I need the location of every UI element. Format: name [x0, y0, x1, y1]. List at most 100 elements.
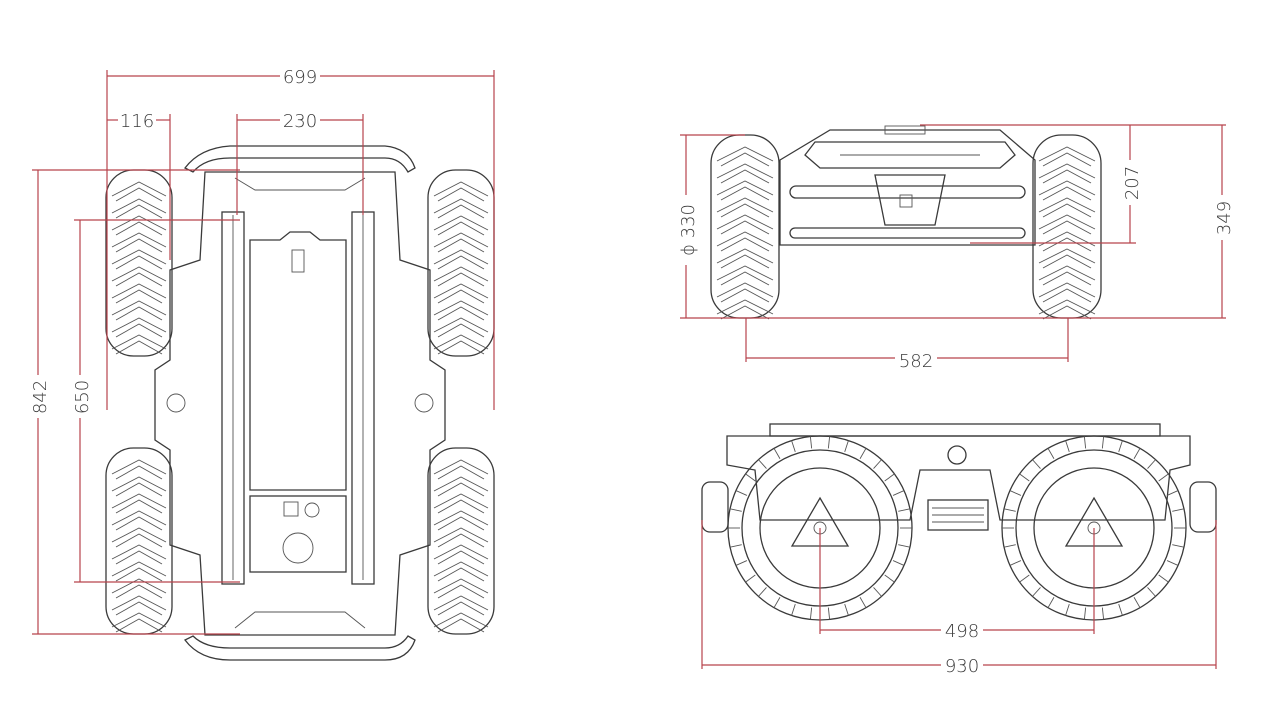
front-view-wheel-left — [710, 134, 780, 320]
tread-chevron — [115, 567, 163, 582]
tread-chevron — [1038, 180, 1096, 196]
power-switch-icon — [283, 501, 299, 517]
tire-outline — [427, 447, 495, 635]
rear-bumper — [184, 635, 416, 661]
front-view — [710, 125, 1102, 320]
tread-chevron — [433, 561, 489, 577]
tread-lug — [844, 440, 849, 453]
wheel-rear-right — [427, 447, 495, 635]
tread-chevron — [437, 516, 485, 531]
tread-chevron — [115, 306, 163, 321]
tread-lug — [1047, 448, 1055, 459]
tread-chevron — [720, 237, 770, 252]
tread-chevron — [115, 255, 163, 270]
tread-chevron — [716, 214, 774, 230]
tread-chevron — [720, 169, 770, 184]
tread-chevron — [111, 317, 167, 333]
dim-side-length-label: 930 — [945, 656, 979, 677]
tread-lug — [735, 490, 748, 496]
tread-chevron — [437, 323, 485, 338]
tread-chevron — [111, 198, 167, 214]
tread-chevron — [115, 465, 163, 480]
tread-chevron — [437, 465, 485, 480]
tread-chevron — [1042, 237, 1092, 252]
tread-chevron — [115, 323, 163, 338]
tread-chevron — [433, 612, 489, 628]
side-body — [726, 435, 1191, 521]
tread-chevron — [720, 271, 770, 286]
tread-chevron — [1042, 288, 1092, 303]
tread-lug — [1158, 574, 1169, 583]
tread-chevron — [1042, 220, 1092, 235]
tread-chevron — [111, 578, 167, 594]
tread-chevron — [433, 595, 489, 611]
tread-lug — [873, 459, 882, 469]
tread-chevron — [1038, 299, 1096, 315]
tread-chevron — [1042, 152, 1092, 167]
tread-chevron — [115, 238, 163, 253]
tread-chevron — [115, 618, 163, 633]
tread-chevron — [111, 561, 167, 577]
side-view — [701, 423, 1217, 621]
tread-chevron — [433, 334, 489, 350]
tread-lug — [859, 448, 867, 459]
side-antenna-mount — [947, 445, 967, 465]
tread-lug — [884, 473, 895, 482]
tread-chevron — [1042, 254, 1092, 269]
tread-chevron — [111, 300, 167, 316]
top-wheels — [105, 169, 495, 635]
tread-lug — [1133, 448, 1141, 459]
tread-chevron — [111, 527, 167, 543]
tread-lug — [1172, 508, 1185, 512]
lower-suspension-arm — [789, 227, 1026, 239]
tread-chevron — [437, 221, 485, 236]
tread-lug — [809, 436, 813, 449]
tread-chevron — [437, 204, 485, 219]
tread-chevron — [115, 584, 163, 599]
tread-lug — [1118, 440, 1123, 453]
tread-chevron — [716, 231, 774, 247]
dim-rail-length-label: 650 — [72, 380, 93, 414]
tread-lug — [745, 473, 756, 482]
tread-chevron — [437, 306, 485, 321]
tread-lug — [758, 587, 767, 597]
tread-chevron — [433, 510, 489, 526]
tread-lug — [1009, 560, 1022, 566]
tread-lug — [1147, 587, 1156, 597]
tread-chevron — [111, 266, 167, 282]
tread-chevron — [433, 215, 489, 231]
tread-lug — [1147, 459, 1156, 469]
right-lift-point — [414, 393, 434, 413]
tread-chevron — [115, 499, 163, 514]
tread-lug — [1166, 560, 1179, 566]
tread-lug — [809, 607, 813, 620]
tread-chevron — [437, 187, 485, 202]
tread-chevron — [720, 203, 770, 218]
top-view — [105, 145, 495, 661]
tread-chevron — [433, 198, 489, 214]
tread-chevron — [433, 476, 489, 492]
tread-chevron — [720, 254, 770, 269]
tread-lug — [1083, 607, 1087, 620]
tread-chevron — [1042, 203, 1092, 218]
front-grille — [804, 141, 1016, 169]
tread-lug — [791, 440, 796, 453]
tread-lug — [859, 597, 867, 608]
tread-lug — [758, 459, 767, 469]
tread-lug — [1101, 436, 1105, 449]
tire-outline — [105, 169, 173, 357]
tread-chevron — [716, 299, 774, 315]
tread-lug — [1166, 490, 1179, 496]
tread-lug — [1118, 603, 1123, 616]
tread-chevron — [115, 550, 163, 565]
tread-lug — [1019, 473, 1030, 482]
chassis-body — [154, 171, 446, 636]
tread-chevron — [115, 289, 163, 304]
tread-lug — [1003, 544, 1016, 548]
tread-lug — [827, 607, 831, 620]
tread-chevron — [115, 482, 163, 497]
tread-lug — [892, 560, 905, 566]
tread-chevron — [111, 510, 167, 526]
tread-lug — [1032, 459, 1041, 469]
tread-chevron — [1038, 282, 1096, 298]
